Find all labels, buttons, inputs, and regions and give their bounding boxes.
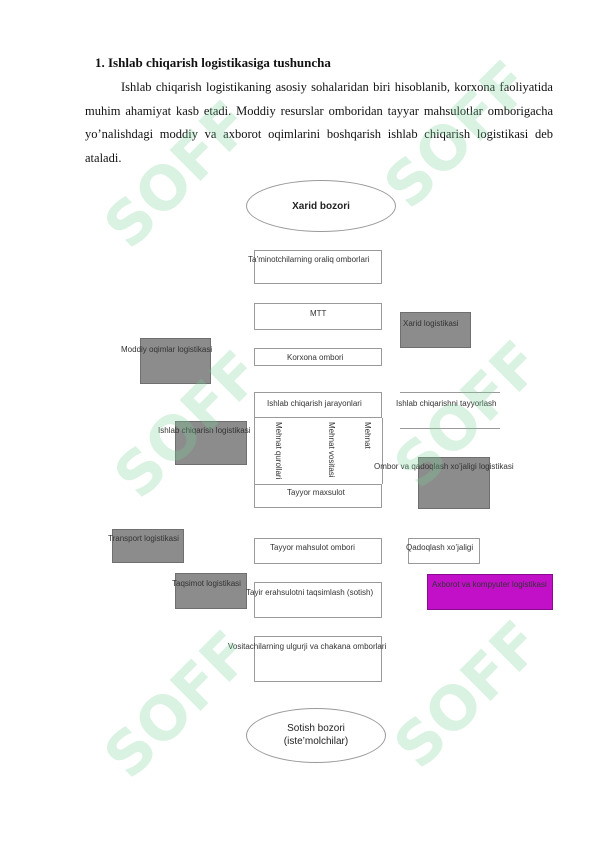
- intro-paragraph: Ishlab chiqarish logistikaning asosiy so…: [85, 80, 553, 165]
- watermark: SOFF: [371, 47, 546, 223]
- vertical-label-2: Mehnat vositasi: [327, 422, 336, 478]
- finished-product-box: [254, 484, 382, 508]
- enterprise-warehouse-box: [254, 348, 382, 366]
- packaging-box: [408, 538, 480, 564]
- purchase-market-label: Xarid bozori: [292, 201, 350, 212]
- distribution-logistics-block: [175, 573, 247, 609]
- sales-market-sublabel: (iste’molchilar): [283, 736, 349, 747]
- material-flow-block: [140, 338, 211, 384]
- watermark: SOFF: [91, 87, 266, 263]
- column-divider-left: [254, 418, 255, 484]
- watermark: SOFF: [381, 607, 556, 783]
- warehouse-packaging-block: [418, 457, 490, 509]
- material-flow-label: Moddiy oqimlar logistikasi: [121, 345, 213, 354]
- production-preparation-label: Ishlab chiqarishni tayyorlash: [396, 399, 497, 408]
- enterprise-warehouse-label: Korxona ombori: [287, 353, 344, 362]
- packaging-label: Qadoqlash xo’jaligi: [406, 543, 474, 552]
- warehouse-packaging-label: Ombor va qadoqlash xo’jaligi logistikasi: [374, 462, 514, 471]
- purchase-logistics-label: Xarid logistikasi: [403, 319, 459, 328]
- info-computer-logistics-label: Axborot va kompyuter logistikasi: [432, 580, 547, 589]
- section-heading: 1. Ishlab chiqarish logistikasiga tushun…: [95, 55, 331, 70]
- production-processes-label: Ishlab chiqarish jarayonlari: [267, 399, 362, 408]
- purchase-market-ellipse: Xarid bozori: [246, 180, 396, 232]
- purchase-logistics-block: [400, 312, 471, 348]
- sales-market-ellipse: Sotish bozori (iste’molchilar): [246, 708, 386, 763]
- finished-warehouse-box: [254, 538, 382, 564]
- intermediaries-warehouses-box: [254, 636, 382, 682]
- vertical-label-1: Mehnat qurollari: [274, 422, 283, 480]
- column-divider-right: [382, 418, 383, 484]
- suppliers-warehouses-label: Ta’minotchilarning oraliq omborlari: [248, 255, 370, 264]
- vertical-label-3: Mehnat: [363, 422, 372, 449]
- document-body: 1. Ishlab chiqarish logistikasiga tushun…: [85, 55, 553, 170]
- mtt-box: [254, 303, 382, 330]
- distribution-logistics-label: Taqsimot logistikasi: [172, 579, 241, 588]
- production-preparation-line-bottom: [400, 428, 500, 429]
- distribution-box: [254, 582, 382, 618]
- suppliers-warehouses-box: [254, 250, 382, 284]
- info-computer-logistics-block: [427, 574, 553, 610]
- production-logistics-block: [175, 421, 247, 465]
- sales-market-label: Sotish bozori: [287, 723, 345, 734]
- finished-product-label: Tayyor maxsulot: [287, 488, 345, 497]
- mtt-label: MTT: [310, 309, 327, 318]
- production-preparation-line-top: [400, 392, 500, 393]
- production-processes-box: [254, 392, 382, 418]
- production-logistics-label: Ishlab chiqarish logistikasi: [158, 426, 251, 435]
- transport-logistics-label: Transport logistikasi: [108, 534, 179, 543]
- transport-logistics-block: [112, 529, 184, 563]
- intermediaries-warehouses-label: Vositachilarning ulgurji va chakana ombo…: [228, 642, 387, 651]
- finished-warehouse-label: Tayyor mahsulot ombori: [270, 543, 355, 552]
- distribution-label: Tayir erahsulotni taqsimlash (sotish): [246, 588, 374, 597]
